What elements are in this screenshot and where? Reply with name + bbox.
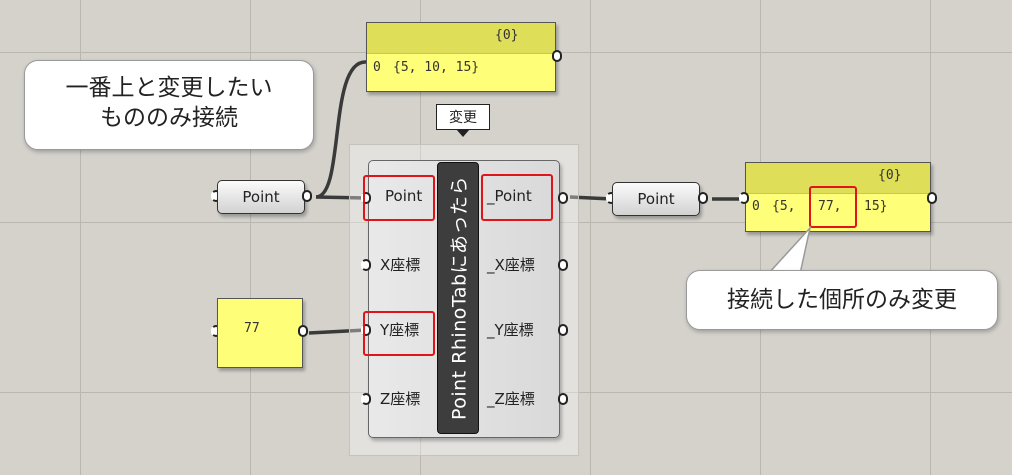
output-label-point: _Point — [487, 187, 532, 205]
output-grip-z[interactable] — [558, 393, 568, 405]
output-grip-x[interactable] — [558, 259, 568, 271]
input-grip-z[interactable] — [361, 393, 371, 405]
panel-right[interactable]: {0} 0 {5, 77, 15} — [745, 162, 931, 232]
panel-top[interactable]: {0} 0 {5, 10, 15} — [366, 22, 556, 92]
panel-right-input-grip[interactable] — [739, 192, 749, 204]
input-label-z: Z座標 — [380, 390, 421, 408]
point-param-label: Point — [242, 188, 280, 206]
wire-number-to-y — [308, 328, 367, 335]
panel-right-index: 0 — [752, 199, 760, 214]
output-label-y: _Y座標 — [487, 321, 534, 339]
input-label-point: Point — [385, 187, 423, 205]
panel-top-header — [367, 23, 555, 54]
panel-top-index: 0 — [373, 60, 381, 75]
tooltip-pointer — [456, 129, 470, 137]
panel-right-header — [746, 163, 930, 194]
point-param-output-grip[interactable] — [302, 190, 312, 202]
component-name: Point RhinoTabにあったら — [448, 175, 471, 421]
wire-point-to-component — [315, 195, 367, 200]
number-panel-value: 77 — [244, 321, 260, 336]
tooltip-label: 変更 — [436, 104, 490, 130]
panel-top-output-grip[interactable] — [552, 50, 562, 62]
input-grip-y[interactable] — [361, 324, 371, 336]
panel-right-output-grip[interactable] — [927, 192, 937, 204]
output-point-param[interactable]: Point — [612, 182, 700, 216]
wire-output-to-point — [569, 195, 613, 201]
panel-top-value: {5, 10, 15} — [393, 60, 480, 75]
callout-top-left-line1: 一番上と変更したい — [65, 75, 273, 101]
highlight-panel-value — [809, 186, 857, 228]
highlight-input-point — [363, 175, 435, 221]
input-label-y: Y座標 — [380, 321, 420, 339]
callout-top-left: 一番上と変更したい もののみ接続 — [24, 60, 314, 150]
component-name-bar[interactable]: Point RhinoTabにあったら — [437, 162, 479, 434]
panel-right-value-prefix: {5, — [772, 199, 796, 214]
number-panel[interactable]: 77 — [217, 298, 303, 368]
panel-right-path: {0} — [878, 168, 902, 183]
callout-top-left-line2: もののみ接続 — [100, 105, 238, 131]
output-grip-y[interactable] — [558, 324, 568, 336]
panel-right-value-highlight: 77, — [818, 199, 842, 214]
point-param[interactable]: Point — [217, 180, 305, 214]
panel-top-path: {0} — [495, 28, 519, 43]
highlight-input-y — [363, 311, 435, 356]
output-grip-point[interactable] — [558, 192, 568, 204]
output-label-z: _Z座標 — [487, 390, 535, 408]
output-point-param-label: Point — [637, 190, 675, 208]
output-label-x: _X座標 — [487, 256, 535, 274]
callout-bottom-right: 接続した個所のみ変更 — [686, 270, 998, 330]
callout-bottom-right-pointer — [767, 226, 812, 275]
output-param-output-grip[interactable] — [698, 192, 708, 204]
callout-bottom-right-text: 接続した個所のみ変更 — [727, 287, 957, 313]
highlight-output-point — [481, 174, 553, 221]
wire-point-to-panel — [315, 60, 367, 199]
number-panel-output-grip[interactable] — [298, 325, 308, 337]
input-label-x: X座標 — [380, 256, 421, 274]
input-grip-point[interactable] — [361, 192, 371, 204]
panel-right-value-suffix: 15} — [864, 199, 888, 214]
input-grip-x[interactable] — [361, 259, 371, 271]
